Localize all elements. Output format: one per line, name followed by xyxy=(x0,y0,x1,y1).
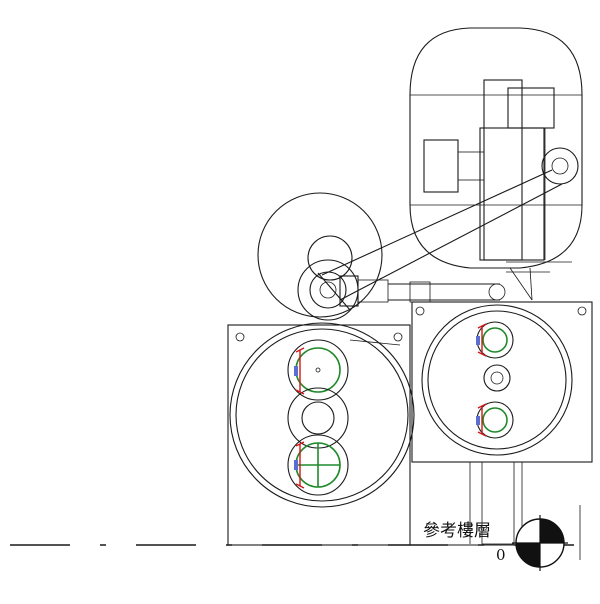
elevation-value: 0 xyxy=(496,546,506,564)
motor-assembly xyxy=(409,27,583,301)
reference-level-label: 參考樓層 xyxy=(423,521,491,541)
right-drum xyxy=(421,304,573,456)
left-drum xyxy=(229,322,415,508)
pulley-assembly xyxy=(257,169,563,321)
elevation-marker-icon xyxy=(512,515,568,571)
